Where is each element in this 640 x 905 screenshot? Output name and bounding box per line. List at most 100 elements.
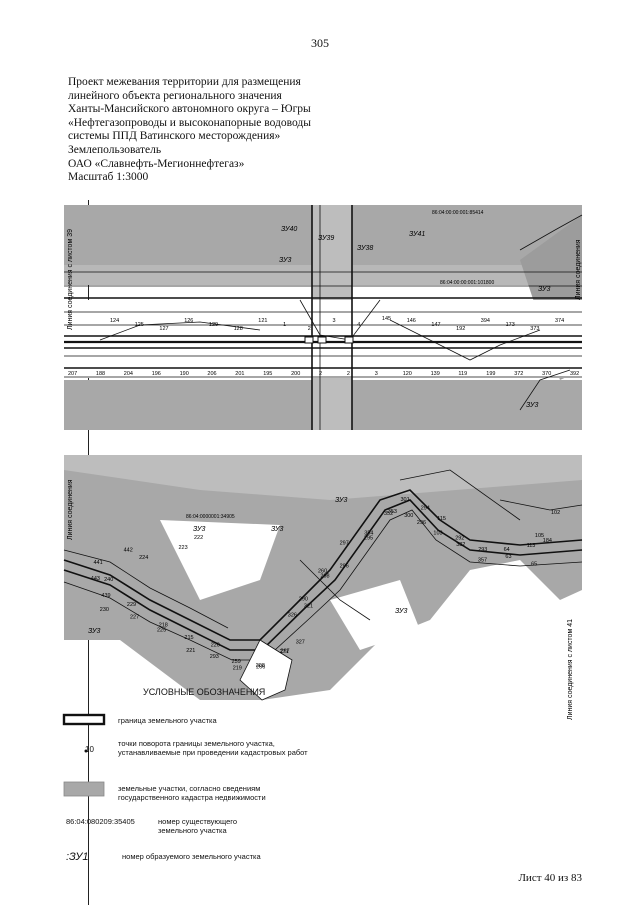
header-line: Масштаб 1:3000 <box>68 171 149 184</box>
point-label: 215 <box>184 635 193 641</box>
point-label: 225 <box>157 628 166 634</box>
point-label: 294 <box>421 506 430 512</box>
boundary-lines <box>64 205 583 430</box>
point-label: 293 <box>210 654 219 660</box>
plot-label: ЗУ40 <box>281 226 297 233</box>
point-label: 219 <box>233 665 242 671</box>
point-label: 63 <box>505 554 511 560</box>
corridor-lines <box>63 469 583 661</box>
point-label: 370 <box>542 371 551 377</box>
point-label: 372 <box>514 371 523 377</box>
point-label: 394 <box>481 318 490 324</box>
point-label: 301 <box>401 497 410 503</box>
white-area <box>160 520 280 600</box>
plot-label: ЗУ39 <box>318 235 334 242</box>
point-label: 260 <box>318 569 327 575</box>
turning-points: 2222232244424412404434392302292272252182… <box>91 497 560 672</box>
point-label: 382 <box>456 542 465 548</box>
point-label: 292 <box>455 536 464 542</box>
point-label: 439 <box>101 593 110 599</box>
point-label: 259 <box>232 659 241 665</box>
point-label: 267 <box>280 649 289 655</box>
plot-label: ЗУ3 <box>395 608 407 615</box>
page-number: 305 <box>311 36 329 50</box>
plot-label: ЗУ3 <box>279 257 291 264</box>
plot-label: ЗУ3 <box>271 526 283 533</box>
point-label: 124 <box>110 318 119 324</box>
document-header: Проект межевания территории для размещен… <box>68 76 311 185</box>
legend-samples <box>62 713 106 797</box>
point-label: 126 <box>184 318 193 324</box>
header-line: линейного объекта регионального значения <box>68 89 282 102</box>
point-label: 147 <box>431 322 440 328</box>
legend-cadastral-sample: 86:04:080209:35405 <box>66 817 135 826</box>
sheet-number: Лист 40 из 83 <box>518 872 582 884</box>
link-label-right: Линия соединения с листом 41 <box>567 619 574 720</box>
legend-item-boundary: граница земельного участка <box>118 716 217 725</box>
point-label: 326 <box>288 613 297 619</box>
legend-title: УСЛОВНЫЕ ОБОЗНАЧЕНИЯ <box>143 687 266 697</box>
link-label-left: Линия соединения с листом 39 <box>67 229 74 330</box>
point-label: 2 <box>347 371 350 377</box>
header-line: «Нефтегазопроводы и высоконапорные водов… <box>68 116 311 129</box>
point-label: 3 <box>375 371 378 377</box>
point-label: 442 <box>124 547 133 553</box>
plot-label: ЗУ38 <box>357 245 373 252</box>
point-label: 139 <box>431 371 440 377</box>
point-label: 120 <box>403 371 412 377</box>
point-label: 392 <box>570 371 579 377</box>
header-line: Землепользователь <box>68 143 162 156</box>
plot-label: ЗУ3 <box>538 286 550 293</box>
point-label: 65 <box>531 562 537 568</box>
point-label: 222 <box>194 535 203 541</box>
point-label: 230 <box>100 607 109 613</box>
header-line: Проект межевания территории для размещен… <box>68 76 301 88</box>
point-label: 102 <box>551 510 560 516</box>
top-map: Линия соединения с листом 39 Линия соеди… <box>64 205 583 430</box>
legend-boundary-sample <box>62 713 106 726</box>
plot-label: ЗУ3 <box>193 526 205 533</box>
point-label: 115 <box>437 516 446 522</box>
point-label: 290 <box>299 597 308 603</box>
header-line: Ханты-Мансийского автономного округа – Ю… <box>68 103 311 116</box>
point-label: 127 <box>159 326 168 332</box>
point-label: 298 <box>320 574 329 580</box>
point-label: 188 <box>96 371 105 377</box>
legend-item-points: точки поворота границы земельного участк… <box>118 739 308 757</box>
point-label: 204 <box>124 371 133 377</box>
cadastral-number: 86:04:00:00:001:85414 <box>432 210 484 216</box>
point-label: 220 <box>211 642 220 648</box>
point-label: 196 <box>152 371 161 377</box>
point-label: 4 <box>357 322 360 328</box>
point-label: 146 <box>407 318 416 324</box>
legend-item-parcels: земельные участки, согласно сведениям го… <box>118 784 266 802</box>
point-label: 200 <box>291 371 300 377</box>
bottom-map: Линия соединения Линия соединения с лист… <box>63 455 583 720</box>
point-label: 173 <box>506 322 515 328</box>
point-label: 103 <box>433 530 442 536</box>
point-label: 297 <box>340 541 349 547</box>
point-label: 357 <box>478 557 487 563</box>
point-label: 240 <box>104 577 113 583</box>
point-label: 441 <box>94 560 103 566</box>
point-label: 443 <box>91 576 100 582</box>
header-line: системы ППД Ватинского месторождения» <box>68 130 281 143</box>
point-label: 224 <box>139 555 148 561</box>
point-label: 3 <box>333 318 336 324</box>
parcel-area <box>64 455 582 500</box>
point-label: 195 <box>263 371 272 377</box>
point-label: 121 <box>258 318 267 324</box>
legend-plot-sample: :ЗУ1 <box>66 851 89 863</box>
point-label: 223 <box>179 545 188 551</box>
point-label: 2 <box>319 371 322 377</box>
point-label: 293 <box>478 547 487 553</box>
plot-label: ЗУ41 <box>409 231 425 238</box>
plot-label: ЗУ3 <box>526 402 538 409</box>
point-label: 327 <box>296 640 305 646</box>
cadastral-number: 86:04:00:00:001:101800 <box>440 280 494 286</box>
point-label: 218 <box>159 622 168 628</box>
point-label: 353 <box>388 509 397 515</box>
point-label: 201 <box>235 371 244 377</box>
